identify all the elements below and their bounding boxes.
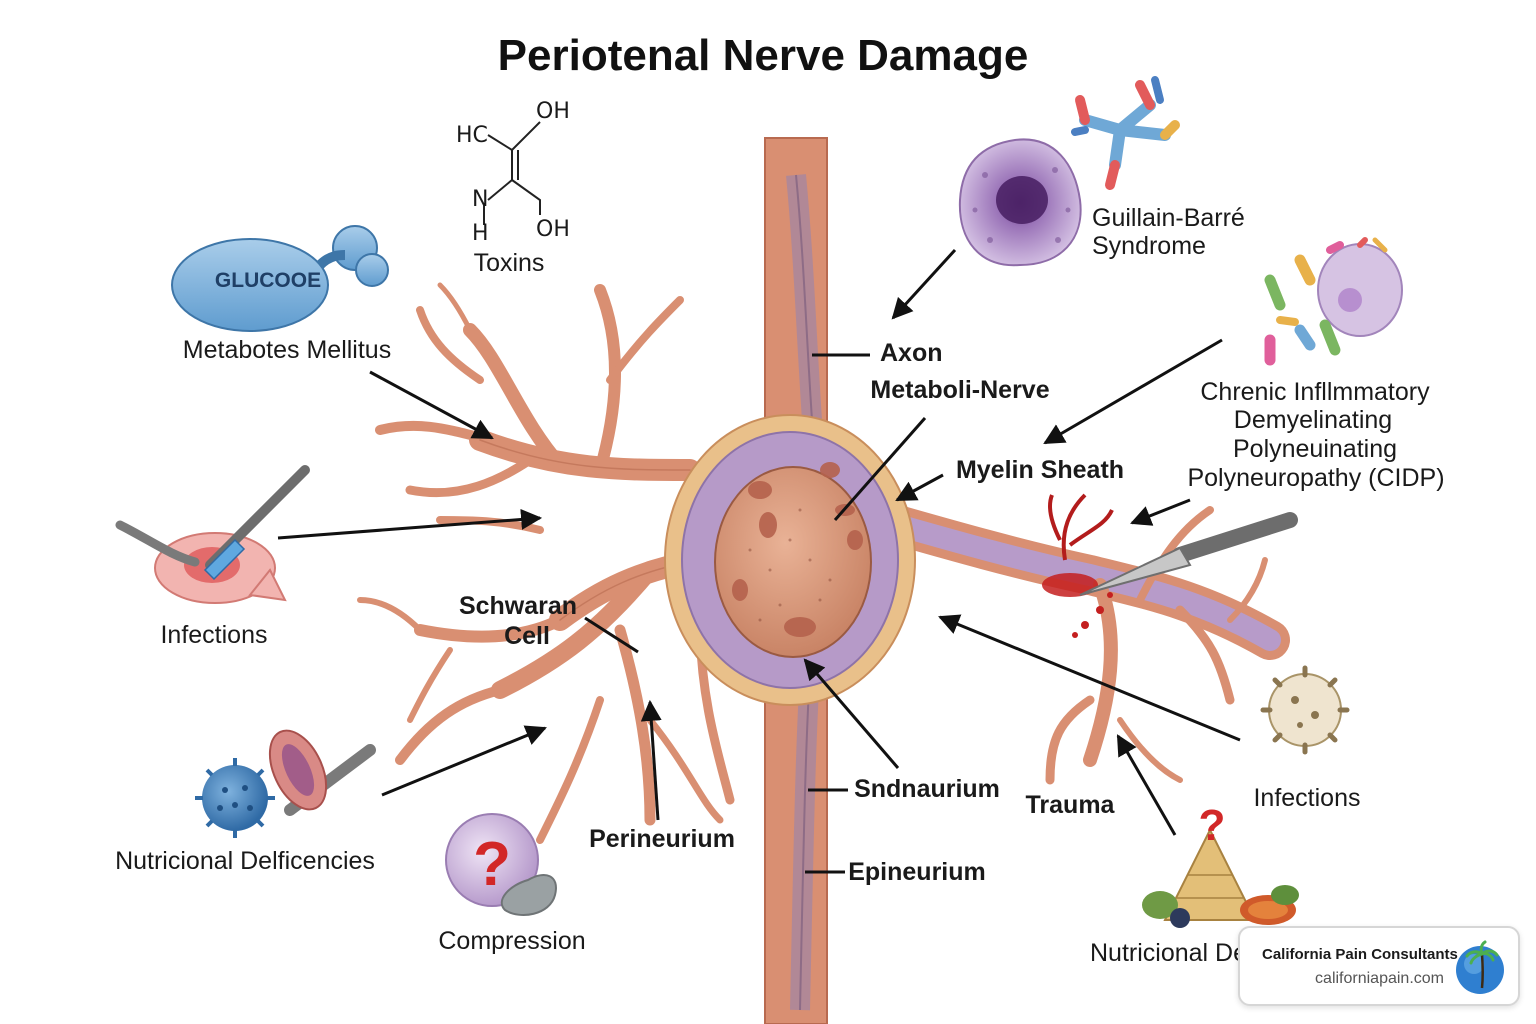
food-pyramid-icon bbox=[1142, 827, 1299, 928]
tissue-sample-icon bbox=[268, 729, 376, 816]
label-guillain-line2: Syndrome bbox=[1092, 232, 1206, 260]
arrow-cidp-damage bbox=[1130, 498, 1191, 526]
glucose-molecule-icon bbox=[171, 225, 389, 332]
syringe-wound-icon bbox=[115, 465, 310, 604]
label-cidp-line3: Polyneuinating bbox=[1233, 435, 1397, 463]
arrow-infections-right bbox=[938, 614, 1241, 742]
label-compression: Compression bbox=[438, 927, 585, 955]
chem-n: N bbox=[472, 187, 488, 212]
label-metaboli-nerve: Metaboli-Nerve bbox=[870, 376, 1049, 404]
label-toxins: Toxins bbox=[474, 249, 545, 277]
arrow-metaboli-nerve bbox=[833, 417, 927, 521]
glucose-blob-label: GLUCOOE bbox=[215, 269, 321, 292]
antibody-icon bbox=[1071, 76, 1180, 190]
chem-oh-top: OH bbox=[536, 99, 570, 124]
label-cidp-line4: Polyneuropathy (CIDP) bbox=[1187, 464, 1444, 492]
label-trauma: Trauma bbox=[1026, 791, 1116, 819]
question-sphere-icon bbox=[445, 813, 557, 916]
arrow-cidp bbox=[1043, 338, 1223, 445]
credit-url: californiapain.com bbox=[1315, 970, 1444, 987]
spiky-pathogen-icon bbox=[1260, 665, 1350, 755]
cell-body bbox=[714, 466, 872, 658]
arrows bbox=[277, 248, 1241, 874]
chem-oh-bottom: OH bbox=[536, 217, 570, 242]
scalpel-icon bbox=[1079, 512, 1298, 596]
arrow-metabotes bbox=[369, 370, 494, 440]
arrow-nutricional-left bbox=[381, 725, 547, 797]
leader-schwann bbox=[584, 616, 639, 654]
label-nutricional-right: Nutricional De bbox=[1090, 939, 1247, 967]
label-guillain-line1: Guillain-Barré bbox=[1092, 204, 1245, 232]
chem-hc: HC bbox=[456, 123, 488, 148]
label-infections-left: Infections bbox=[160, 621, 267, 649]
credit-badge: California Pain Consultants californiapa… bbox=[1238, 926, 1520, 1006]
axon-branch-right bbox=[860, 500, 1290, 785]
arrow-sndnaurium bbox=[803, 658, 900, 769]
label-epineurium: Epineurium bbox=[848, 858, 986, 886]
label-infections-right: Infections bbox=[1253, 784, 1360, 812]
credit-name: California Pain Consultants bbox=[1262, 946, 1458, 963]
arrow-infections-left bbox=[277, 508, 543, 540]
label-cidp-line2: Demyelinating bbox=[1234, 406, 1392, 434]
diagram-title: Periotenal Nerve Damage bbox=[498, 31, 1029, 80]
chem-h: H bbox=[472, 221, 489, 246]
question-mark-right: ? bbox=[1199, 801, 1226, 850]
arrow-guillain bbox=[891, 248, 957, 320]
label-perineurium: Perineurium bbox=[589, 825, 735, 853]
arrow-perineurium bbox=[640, 699, 662, 821]
neuron bbox=[357, 137, 1290, 1024]
label-sndnaurium: Sndnaurium bbox=[854, 775, 1000, 803]
immune-cell-icon bbox=[958, 138, 1082, 267]
toxin-chemical-structure-icon bbox=[483, 121, 541, 225]
organelles bbox=[732, 462, 863, 637]
label-nutricional-left: Nutricional Delficencies bbox=[115, 847, 375, 875]
arrow-myelin bbox=[895, 473, 944, 502]
label-cidp-line1: Chrenic Infllmmatory bbox=[1200, 378, 1430, 406]
label-myelin-sheath: Myelin Sheath bbox=[956, 456, 1124, 484]
bacteria-cluster-icon bbox=[1264, 237, 1403, 366]
question-mark-left: ? bbox=[473, 830, 511, 899]
arrow-nutricional-right bbox=[1116, 734, 1177, 836]
palm-globe-logo-icon bbox=[1456, 940, 1504, 994]
damage-site bbox=[1042, 493, 1114, 638]
label-metabotes-mellitus: Metabotes Mellitus bbox=[183, 336, 391, 364]
label-schwann-line1: Schwaran bbox=[459, 592, 577, 620]
virus-icon bbox=[195, 758, 275, 838]
label-schwann-line2: Cell bbox=[504, 622, 550, 650]
label-axon: Axon bbox=[880, 339, 943, 367]
